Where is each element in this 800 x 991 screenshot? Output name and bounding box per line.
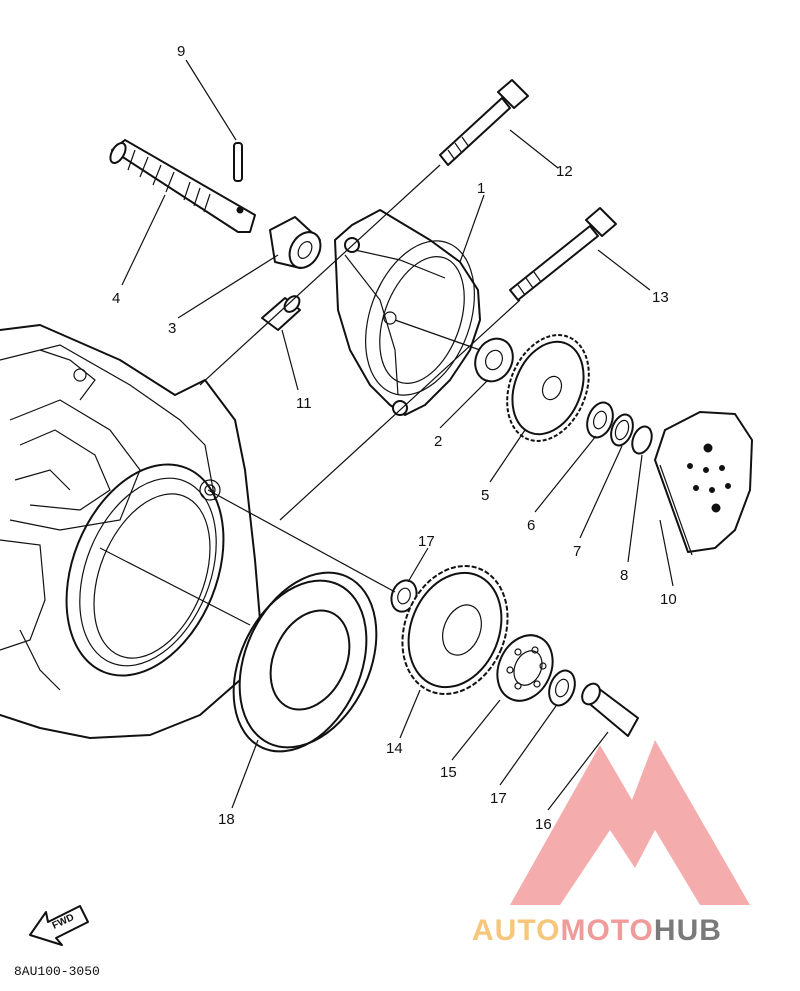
washer-17-lower xyxy=(548,669,576,707)
part-label-5: 5 xyxy=(481,487,489,504)
leader-lines xyxy=(121,59,674,811)
watermark-logo-icon xyxy=(510,740,750,905)
part-label-18: 18 xyxy=(218,811,235,828)
collar-16 xyxy=(581,682,639,737)
part-label-10: 10 xyxy=(660,591,677,608)
bearing xyxy=(496,634,554,702)
worm-shaft xyxy=(109,139,256,233)
part-label-16: 16 xyxy=(535,816,552,833)
dowel xyxy=(261,295,301,331)
part-labels: 1 2 3 4 5 6 7 8 9 10 11 12 13 14 15 16 1… xyxy=(112,43,677,833)
part-label-14: 14 xyxy=(386,740,403,757)
part-label-7: 7 xyxy=(573,543,581,560)
part-label-15: 15 xyxy=(440,764,457,781)
cover-housing xyxy=(334,209,481,416)
washer-6 xyxy=(586,401,614,439)
drawing-code: 8AU100-3050 xyxy=(14,964,100,979)
part-label-17-upper: 17 xyxy=(418,533,435,550)
crankcase-housing xyxy=(0,324,261,739)
part-label-12: 12 xyxy=(556,163,573,180)
seal-ring xyxy=(232,571,378,753)
watermark-part-moto: MOTO xyxy=(560,914,653,947)
gear-14 xyxy=(401,565,509,695)
part-label-1: 1 xyxy=(477,180,485,197)
part-label-3: 3 xyxy=(168,320,176,337)
watermark-part-auto: AUTO xyxy=(472,914,560,947)
oil-seal xyxy=(474,337,514,383)
watermark-part-hub: HUB xyxy=(654,914,722,947)
bolt-13 xyxy=(509,207,617,301)
part-label-2: 2 xyxy=(434,433,442,450)
part-label-17-lower: 17 xyxy=(490,790,507,807)
part-label-8: 8 xyxy=(620,567,628,584)
bolt-12 xyxy=(439,79,529,166)
circlip-8 xyxy=(631,425,653,455)
watermark-text: AUTOMOTOHUB xyxy=(472,914,722,947)
part-label-11: 11 xyxy=(296,395,312,412)
forward-arrow-icon: FWD xyxy=(29,905,89,946)
plate xyxy=(654,411,753,556)
part-label-13: 13 xyxy=(652,289,669,306)
part-label-6: 6 xyxy=(527,517,535,534)
washer-7 xyxy=(610,413,634,447)
part-label-4: 4 xyxy=(112,290,120,307)
collar xyxy=(269,216,322,269)
assembly-lines xyxy=(99,164,521,626)
gear-5 xyxy=(506,334,590,442)
dowel-pin xyxy=(233,142,243,182)
part-label-9: 9 xyxy=(177,43,185,60)
